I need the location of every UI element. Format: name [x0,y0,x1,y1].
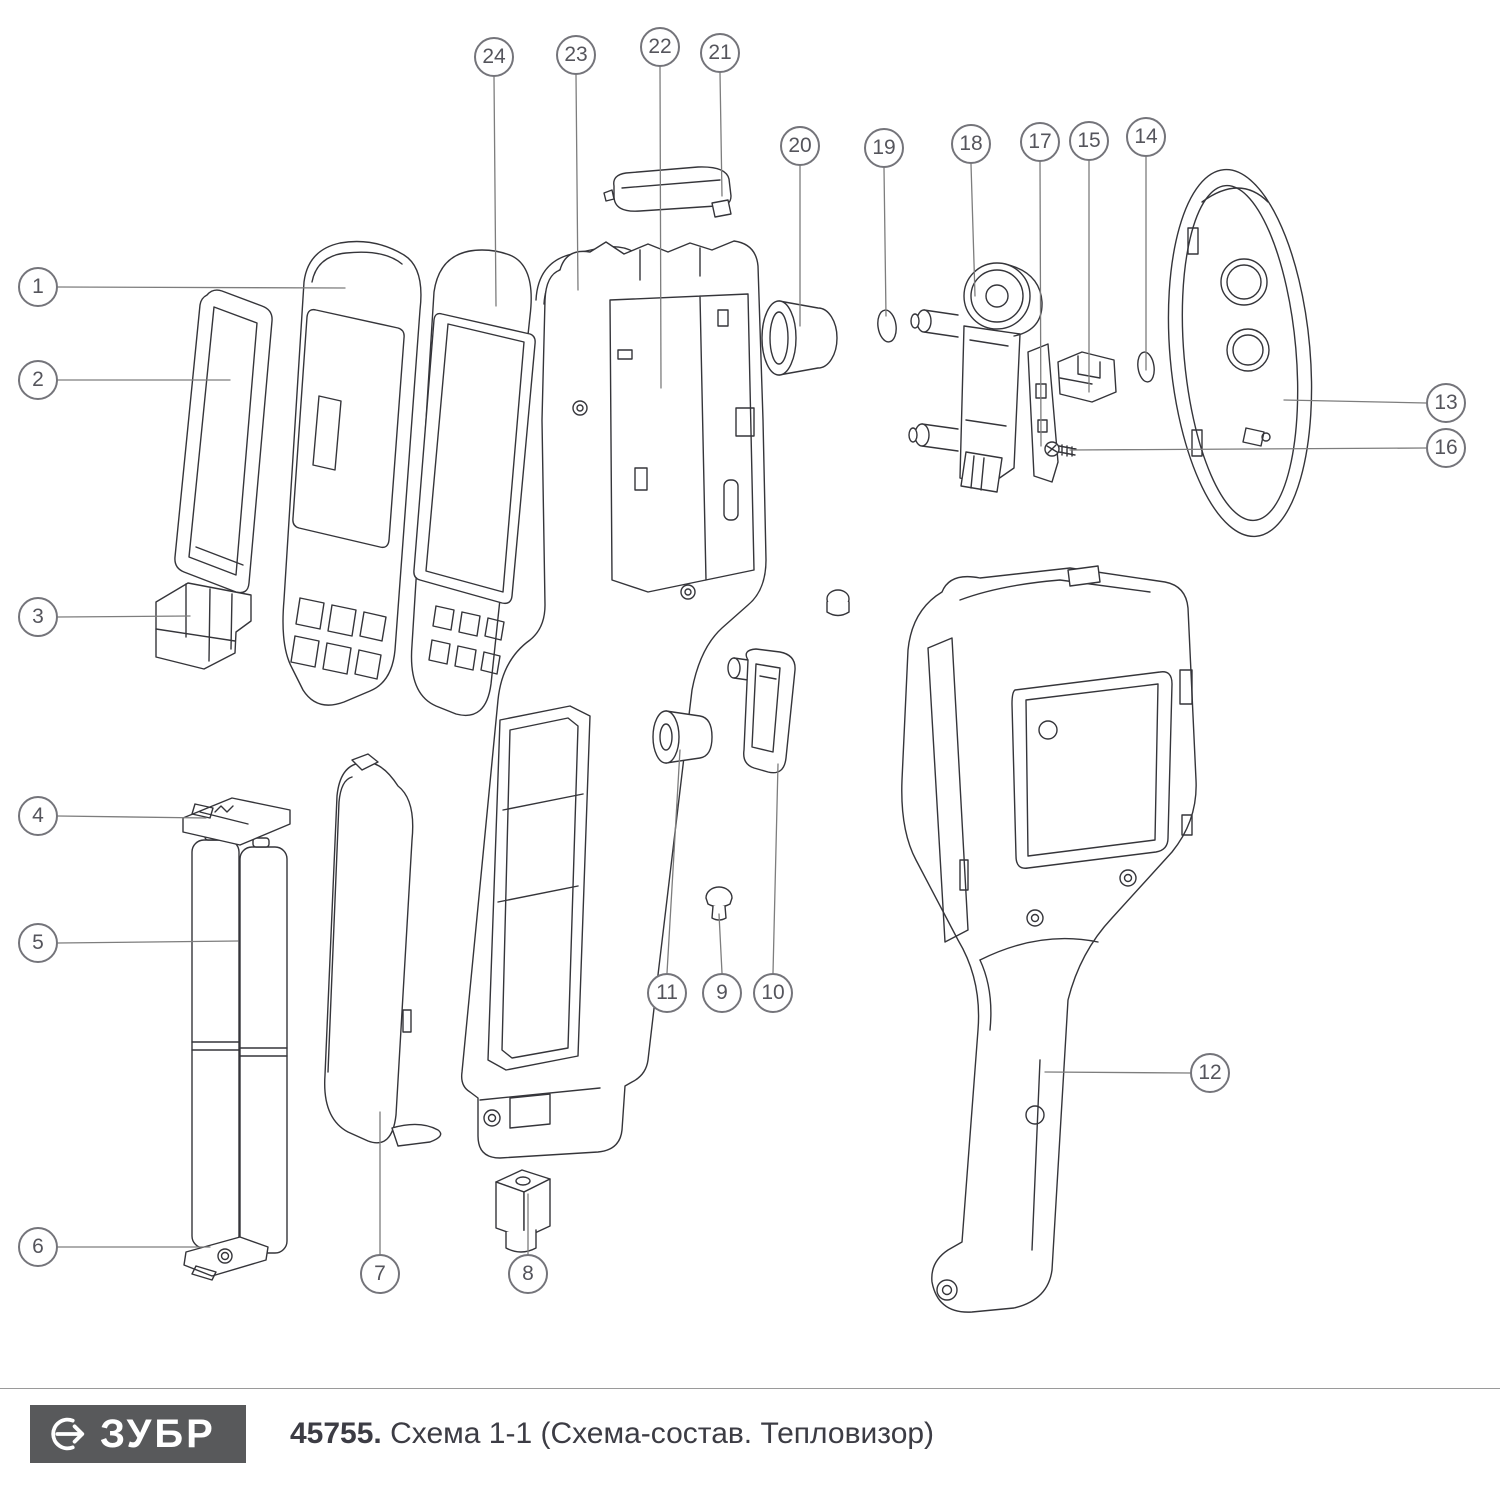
leader-3 [57,615,191,618]
callout-1: 1 [18,267,58,307]
leader-10 [772,763,779,974]
leader-24 [493,76,497,307]
callout-18: 18 [951,124,991,164]
callout-19: 19 [864,128,904,168]
callout-15: 15 [1069,121,1109,161]
cap-screw [826,589,850,617]
callout-12: 12 [1190,1053,1230,1093]
leader-4 [57,815,207,819]
part-13-face-cover [1167,168,1313,538]
callout-16: 16 [1426,428,1466,468]
callout-13: 13 [1426,383,1466,423]
leader-18 [970,163,976,297]
leader-9 [718,913,723,974]
part-21-top-cap [603,166,732,218]
callout-14: 14 [1126,117,1166,157]
zubr-logo-icon [51,1417,85,1451]
leader-11 [666,749,681,974]
leader-17 [1039,161,1042,447]
part-7-battery-cover [323,753,442,1147]
callout-22: 22 [640,27,680,67]
callout-20: 20 [780,126,820,166]
caption-text: Схема 1-1 (Схема-состав. Тепловизор) [390,1417,935,1450]
callout-24: 24 [474,37,514,77]
part-15-bracket [1057,351,1117,403]
leader-12 [1044,1071,1191,1074]
leader-19 [883,167,887,317]
leader-16 [1069,447,1427,451]
callout-23: 23 [556,35,596,75]
callout-4: 4 [18,796,58,836]
callout-11: 11 [647,973,687,1013]
part-5-batteries [191,830,288,1254]
part-22-main-chassis [460,240,767,1159]
part-8-nut-block [495,1169,551,1253]
part-10-trigger [727,648,796,774]
part-16-screw [1044,441,1077,457]
callout-6: 6 [18,1227,58,1267]
brand-name: ЗУБР [100,1412,216,1456]
diagram-caption: 45755. Схема 1-1 (Схема-состав. Тепловиз… [290,1417,934,1451]
part-2-screen-glass [174,289,273,594]
part-4-battery-contact [182,797,291,846]
callout-9: 9 [702,973,742,1013]
leader-5 [57,940,239,944]
part-11-cylinder [652,710,713,764]
leader-13 [1283,399,1427,404]
part-18-sensor-module [908,262,1043,493]
part-3-keypad [155,582,252,670]
brand-logo: ЗУБР [30,1405,246,1463]
leader-23 [575,74,579,291]
part-1-front-cover [282,240,422,706]
callout-5: 5 [18,923,58,963]
footer: ЗУБР 45755. Схема 1-1 (Схема-состав. Теп… [0,1388,1500,1500]
leader-21 [719,72,723,197]
part-19-disc [877,309,897,343]
part-20-lens-ring [761,300,838,376]
callout-8: 8 [508,1254,548,1294]
part-12-rear-housing [901,565,1197,1313]
part-17-pcb [1027,343,1059,483]
part-24-display-frame [410,249,536,716]
callout-17: 17 [1020,122,1060,162]
leader-lines [57,66,1427,1255]
callout-3: 3 [18,597,58,637]
callout-7: 7 [360,1254,400,1294]
leader-1 [57,286,346,289]
callout-2: 2 [18,360,58,400]
part-number: 45755. [290,1417,382,1450]
leader-22 [659,66,662,389]
callout-10: 10 [753,973,793,1013]
callout-21: 21 [700,33,740,73]
